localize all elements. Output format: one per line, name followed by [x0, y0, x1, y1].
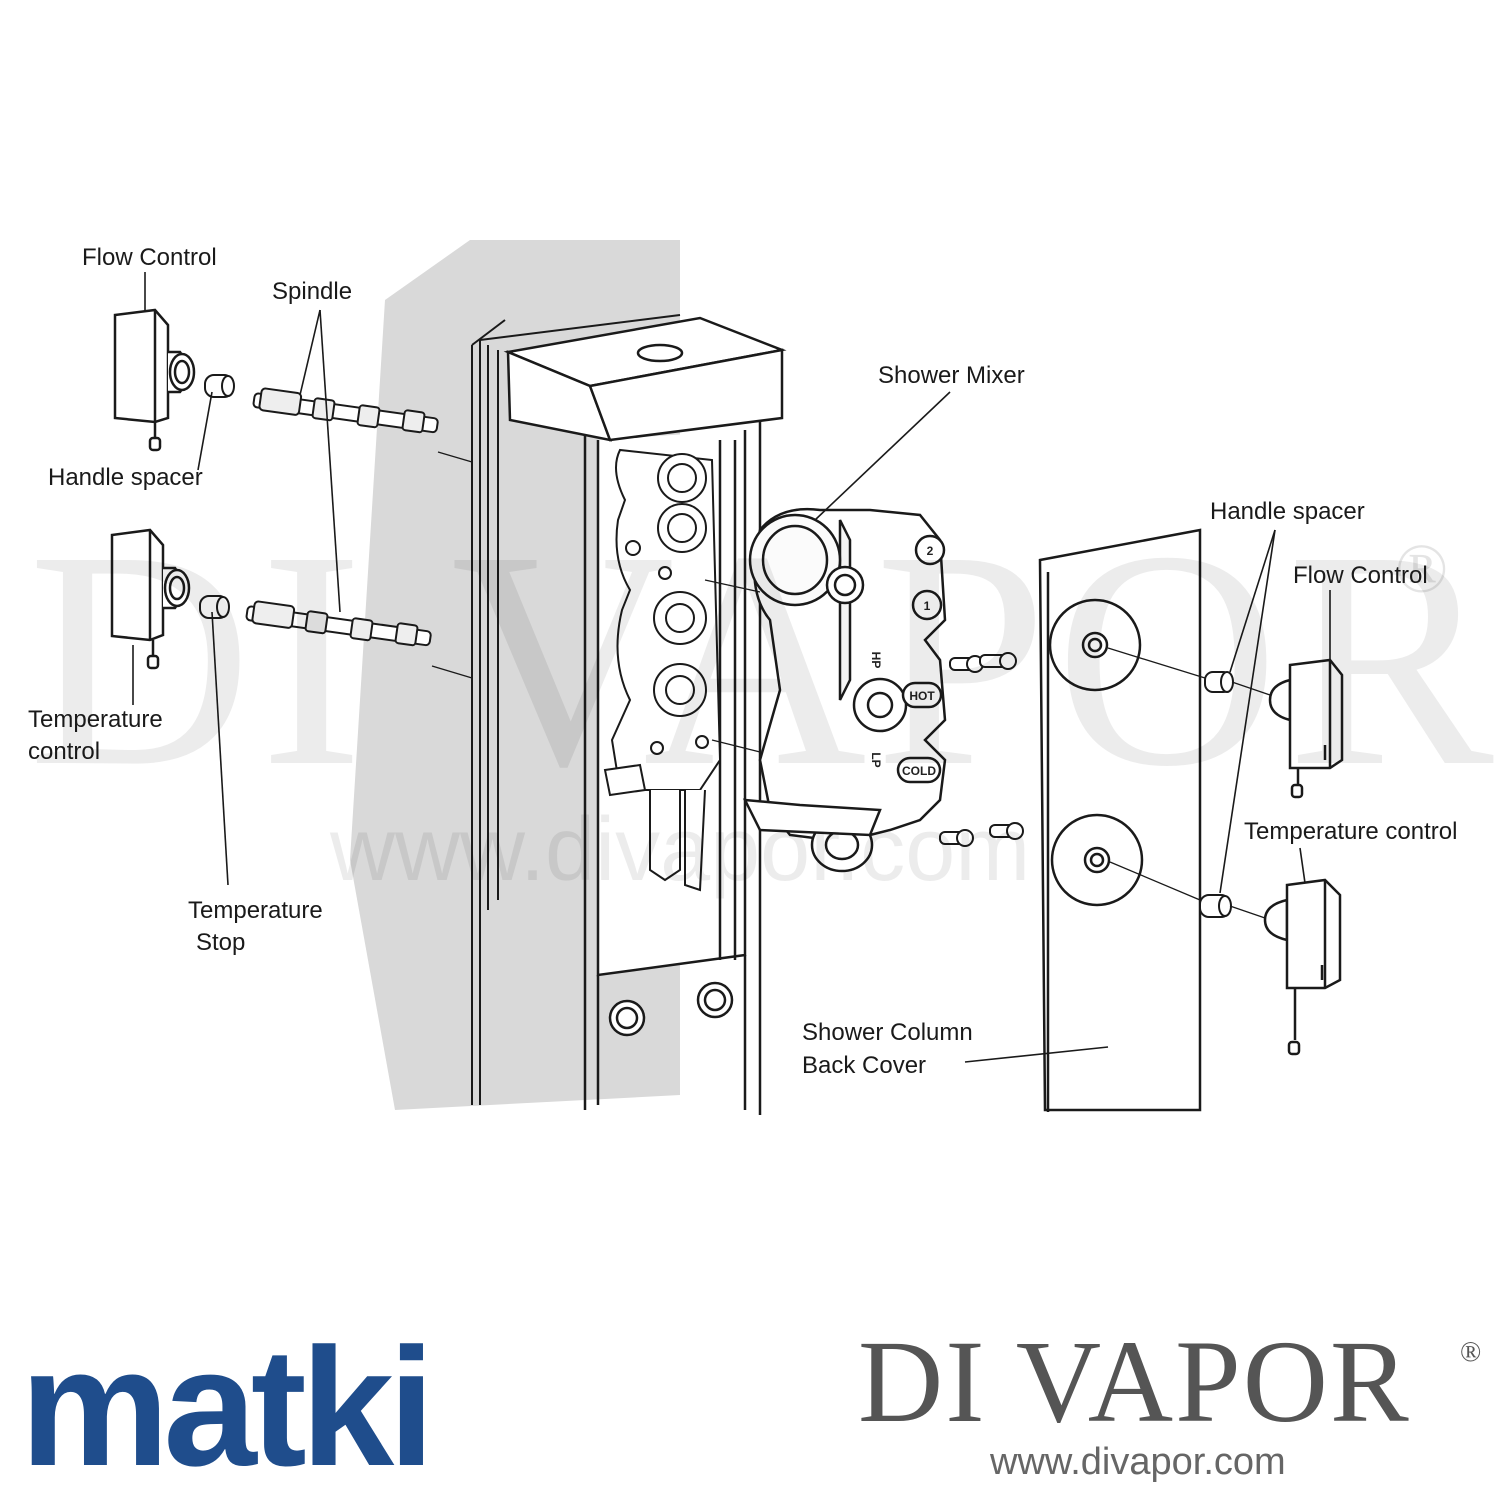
label-temperature-control-right: Temperature control — [1244, 818, 1458, 845]
spindle-bottom — [245, 600, 432, 647]
shower-mixer-body — [742, 508, 947, 873]
divapor-reg-mark: ® — [1460, 1337, 1482, 1368]
label-temperature-control-left-line2: control — [28, 738, 101, 765]
label-flow-control-left: Flow Control — [82, 244, 217, 271]
label-back-cover-line2: Back Cover — [802, 1052, 927, 1079]
watermark-brand: DI VAPOR — [28, 488, 1500, 831]
temperature-stop — [199, 595, 230, 619]
valve-block — [603, 448, 722, 892]
lp-marking: LP — [869, 752, 883, 767]
matki-logo: matki — [20, 1313, 435, 1501]
cold-marking: COLD — [902, 764, 936, 778]
leader-lines — [132, 272, 1331, 1063]
label-temperature-stop-line2: Stop — [196, 929, 246, 956]
label-temperature-control-left-line1: Temperature — [28, 706, 163, 733]
hot-marking: HOT — [909, 689, 935, 703]
label-temperature-stop-line1: Temperature — [188, 897, 323, 924]
divapor-url: www.divapor.com — [990, 1441, 1286, 1483]
label-spindle: Spindle — [272, 278, 353, 305]
label-handle-spacer-right: Handle spacer — [1210, 498, 1365, 525]
left-handle-spacer — [204, 374, 235, 398]
left-flow-control-handle — [113, 308, 196, 452]
watermark-reg-mark: ® — [1395, 531, 1449, 608]
label-shower-mixer: Shower Mixer — [878, 362, 1025, 389]
divapor-logo: DI VAPOR — [858, 1316, 1411, 1447]
label-flow-control-right: Flow Control — [1293, 562, 1428, 589]
shower-column-frame — [471, 314, 681, 1105]
label-back-cover-line1: Shower Column — [802, 1019, 973, 1046]
outlet-2-marking: 2 — [927, 544, 934, 558]
hp-marking: HP — [869, 652, 883, 669]
spindle-top — [252, 387, 439, 434]
left-temperature-control-handle — [110, 528, 191, 670]
mixer-bolts — [939, 652, 1024, 847]
right-flow-control-handle — [1268, 658, 1344, 799]
outlet-1-marking: 1 — [924, 599, 931, 613]
right-temperature-control-handle — [1263, 878, 1342, 1056]
back-cover-plate — [1038, 528, 1202, 1112]
watermark-url: www.divapor.com — [330, 800, 1031, 900]
label-handle-spacer-left: Handle spacer — [48, 464, 203, 491]
